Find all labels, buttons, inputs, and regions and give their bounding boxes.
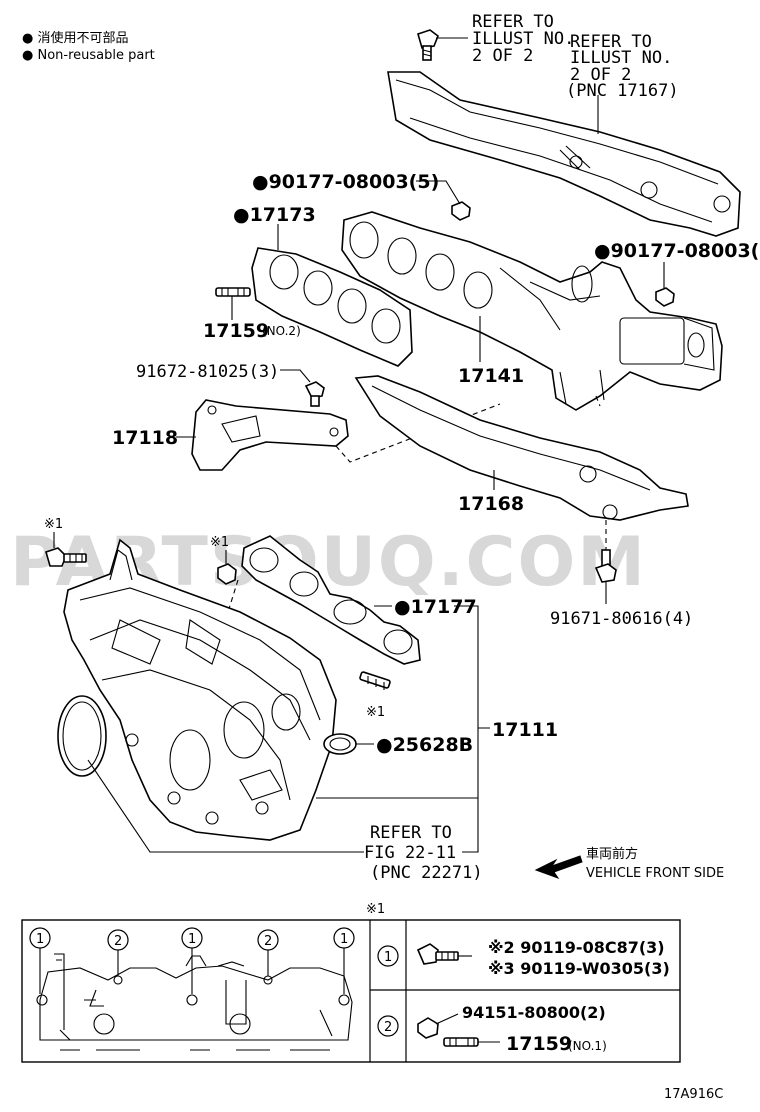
stud-17159-no2-drawing [215, 287, 251, 297]
gasket-number: 2 [114, 934, 122, 949]
label-17159: 17159 [203, 320, 269, 342]
lower-heat-insulator-17168-drawing [354, 375, 689, 521]
nut-90177-2-drawing [655, 287, 675, 307]
refer-fig-callout: REFER TO FIG 22-11 (PNC 22271) [364, 823, 483, 883]
bolt-mark1-left-drawing [45, 547, 87, 567]
bolt-91672-drawing [304, 381, 325, 407]
row-2-note: (NO.1) [568, 1039, 607, 1053]
front-label-en: VEHICLE FRONT SIDE [586, 866, 724, 881]
label-25628b: ●25628B [376, 734, 473, 756]
row-2-nut-drawing [417, 1013, 459, 1039]
bolt-91671-drawing [594, 520, 617, 583]
label-17141: 17141 [458, 365, 524, 387]
ring-gasket-leader [87, 759, 364, 853]
gasket-number-circles: 1 2 1 2 1 [29, 927, 355, 951]
mark-1-c: ※1 [366, 705, 385, 720]
row-1-number-circle [377, 945, 399, 967]
intake-gasket-17177-drawing [241, 535, 421, 665]
refer-top-callout: REFER TO ILLUST NO. 2 OF 2 [472, 12, 574, 66]
nut-5-leader [416, 180, 461, 205]
svg-text:FIG 22-11: FIG 22-11 [364, 843, 456, 863]
row-2-stud-drawing [443, 1037, 500, 1047]
svg-text:ILLUST NO.: ILLUST NO. [472, 29, 574, 49]
row-1-number: 1 [384, 950, 392, 965]
label-17159-note: (NO.2) [262, 324, 301, 338]
gasket-plan-drawing [36, 948, 353, 1051]
mark-1-b: ※1 [210, 535, 229, 550]
svg-text:REFER TO: REFER TO [570, 32, 652, 52]
cylinder-head-17111-drawing [63, 538, 337, 841]
svg-text:(PNC 22271): (PNC 22271) [370, 863, 483, 883]
label-17177: ●17177 [394, 596, 477, 618]
row-2-number-circle [377, 1015, 399, 1037]
top-bolt-drawing [417, 29, 439, 61]
label-17168: 17168 [458, 493, 524, 515]
nut-mark1-dash [227, 579, 239, 613]
row-1-line-1: ※2 90119-08C87(3) [488, 938, 665, 957]
gasket-number: 1 [188, 932, 196, 947]
svg-text:ILLUST NO.: ILLUST NO. [570, 48, 672, 68]
row-2-line-1: 94151-80800(2) [462, 1003, 606, 1022]
exhaust-manifold-drawing [341, 211, 723, 411]
head-17111-leader [316, 605, 490, 853]
svg-text:2 OF 2: 2 OF 2 [570, 65, 631, 85]
nut-90177-5-drawing [451, 201, 471, 221]
bolt-91672-leader [280, 369, 311, 383]
front-label-jp: 車両前方 [586, 846, 638, 862]
gasket-number: 1 [36, 932, 44, 947]
legend-japanese: ● 消使用不可部品 [22, 30, 128, 46]
label-91671: 91671-80616(4) [550, 609, 693, 629]
label-91672: 91672-81025(3) [136, 362, 279, 382]
label-17118: 17118 [112, 427, 178, 449]
svg-text:REFER TO: REFER TO [370, 823, 452, 843]
figure-code: 17A916C [664, 1087, 723, 1102]
label-17173: ●17173 [233, 204, 316, 226]
stud-mark1-drawing [359, 671, 391, 690]
table-mark: ※1 [366, 902, 385, 917]
gasket-number: 1 [340, 932, 348, 947]
exhaust-gasket-17173-drawing [251, 247, 413, 367]
bolt-table [21, 919, 681, 1063]
svg-text:2 OF 2: 2 OF 2 [472, 46, 533, 66]
gasket-25628b-drawing [323, 733, 357, 755]
row-1-line-2: ※3 90119-W0305(3) [488, 959, 670, 978]
label-90177-5: ●90177-08003(5) [252, 171, 439, 193]
shield-dash-line [595, 395, 601, 407]
row-1-bolt-drawing [416, 943, 459, 965]
svg-text:(PNC 17167): (PNC 17167) [566, 81, 679, 101]
bracket-17118-drawing [191, 399, 349, 471]
legend-english: ● Non-reusable part [22, 48, 155, 63]
label-90177-2: ●90177-08003(2) [594, 240, 760, 262]
mark-1-a: ※1 [44, 517, 63, 532]
gasket-number: 2 [264, 934, 272, 949]
front-arrow-icon [534, 855, 583, 879]
nut-mark1-middle-drawing [217, 563, 237, 585]
label-17111: 17111 [492, 719, 558, 741]
refer-shield-callout: REFER TO ILLUST NO. 2 OF 2 (PNC 17167) [566, 32, 679, 101]
row-2-line-2: 17159 [506, 1033, 572, 1055]
svg-text:REFER TO: REFER TO [472, 12, 554, 32]
upper-heat-insulator-drawing [387, 71, 741, 237]
row-2-number: 2 [384, 1020, 392, 1035]
ring-gasket-drawing [57, 695, 107, 777]
